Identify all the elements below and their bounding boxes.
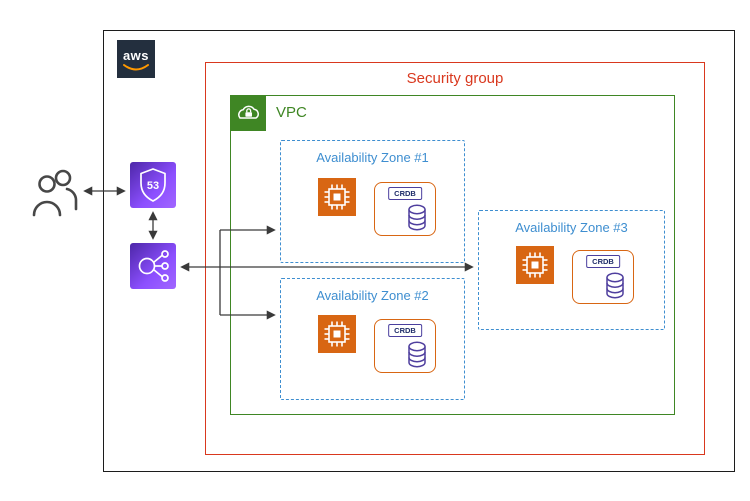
aws-smile-icon [123,63,149,70]
elastic-load-balancer-icon [130,243,176,289]
aws-logo: aws [117,40,155,78]
users-icon [30,166,80,218]
crdb-label: CRDB [388,324,422,337]
database-cylinder-icon [408,341,426,368]
ec2-chip-icon [516,246,554,284]
route53-shield-icon: 53 [130,162,176,208]
availability-zone-3-label: Availability Zone #3 [515,220,628,235]
availability-zone-3: Availability Zone #3 [478,210,665,330]
aws-logo-text: aws [122,47,150,63]
database-cylinder-icon [408,204,426,231]
vpc-label: VPC [276,104,307,121]
crdb-label: CRDB [388,187,422,200]
crdb-node-2: CRDB [374,319,436,373]
availability-zone-1: Availability Zone #1 [280,140,465,263]
vpc-boundary [230,95,675,415]
crdb-node-1: CRDB [374,182,436,236]
vpc-cloud-lock-icon [230,95,266,131]
availability-zone-1-label: Availability Zone #1 [316,150,429,165]
security-group-label: Security group [406,70,504,87]
crdb-node-3: CRDB [572,250,634,304]
crdb-label: CRDB [586,255,620,268]
ec2-chip-icon [318,178,356,216]
availability-zone-2: Availability Zone #2 [280,278,465,400]
database-cylinder-icon [606,272,624,299]
security-group-boundary: Security group [205,62,705,455]
route53-number: 53 [147,180,159,192]
ec2-chip-icon [318,315,356,353]
availability-zone-2-label: Availability Zone #2 [316,288,429,303]
